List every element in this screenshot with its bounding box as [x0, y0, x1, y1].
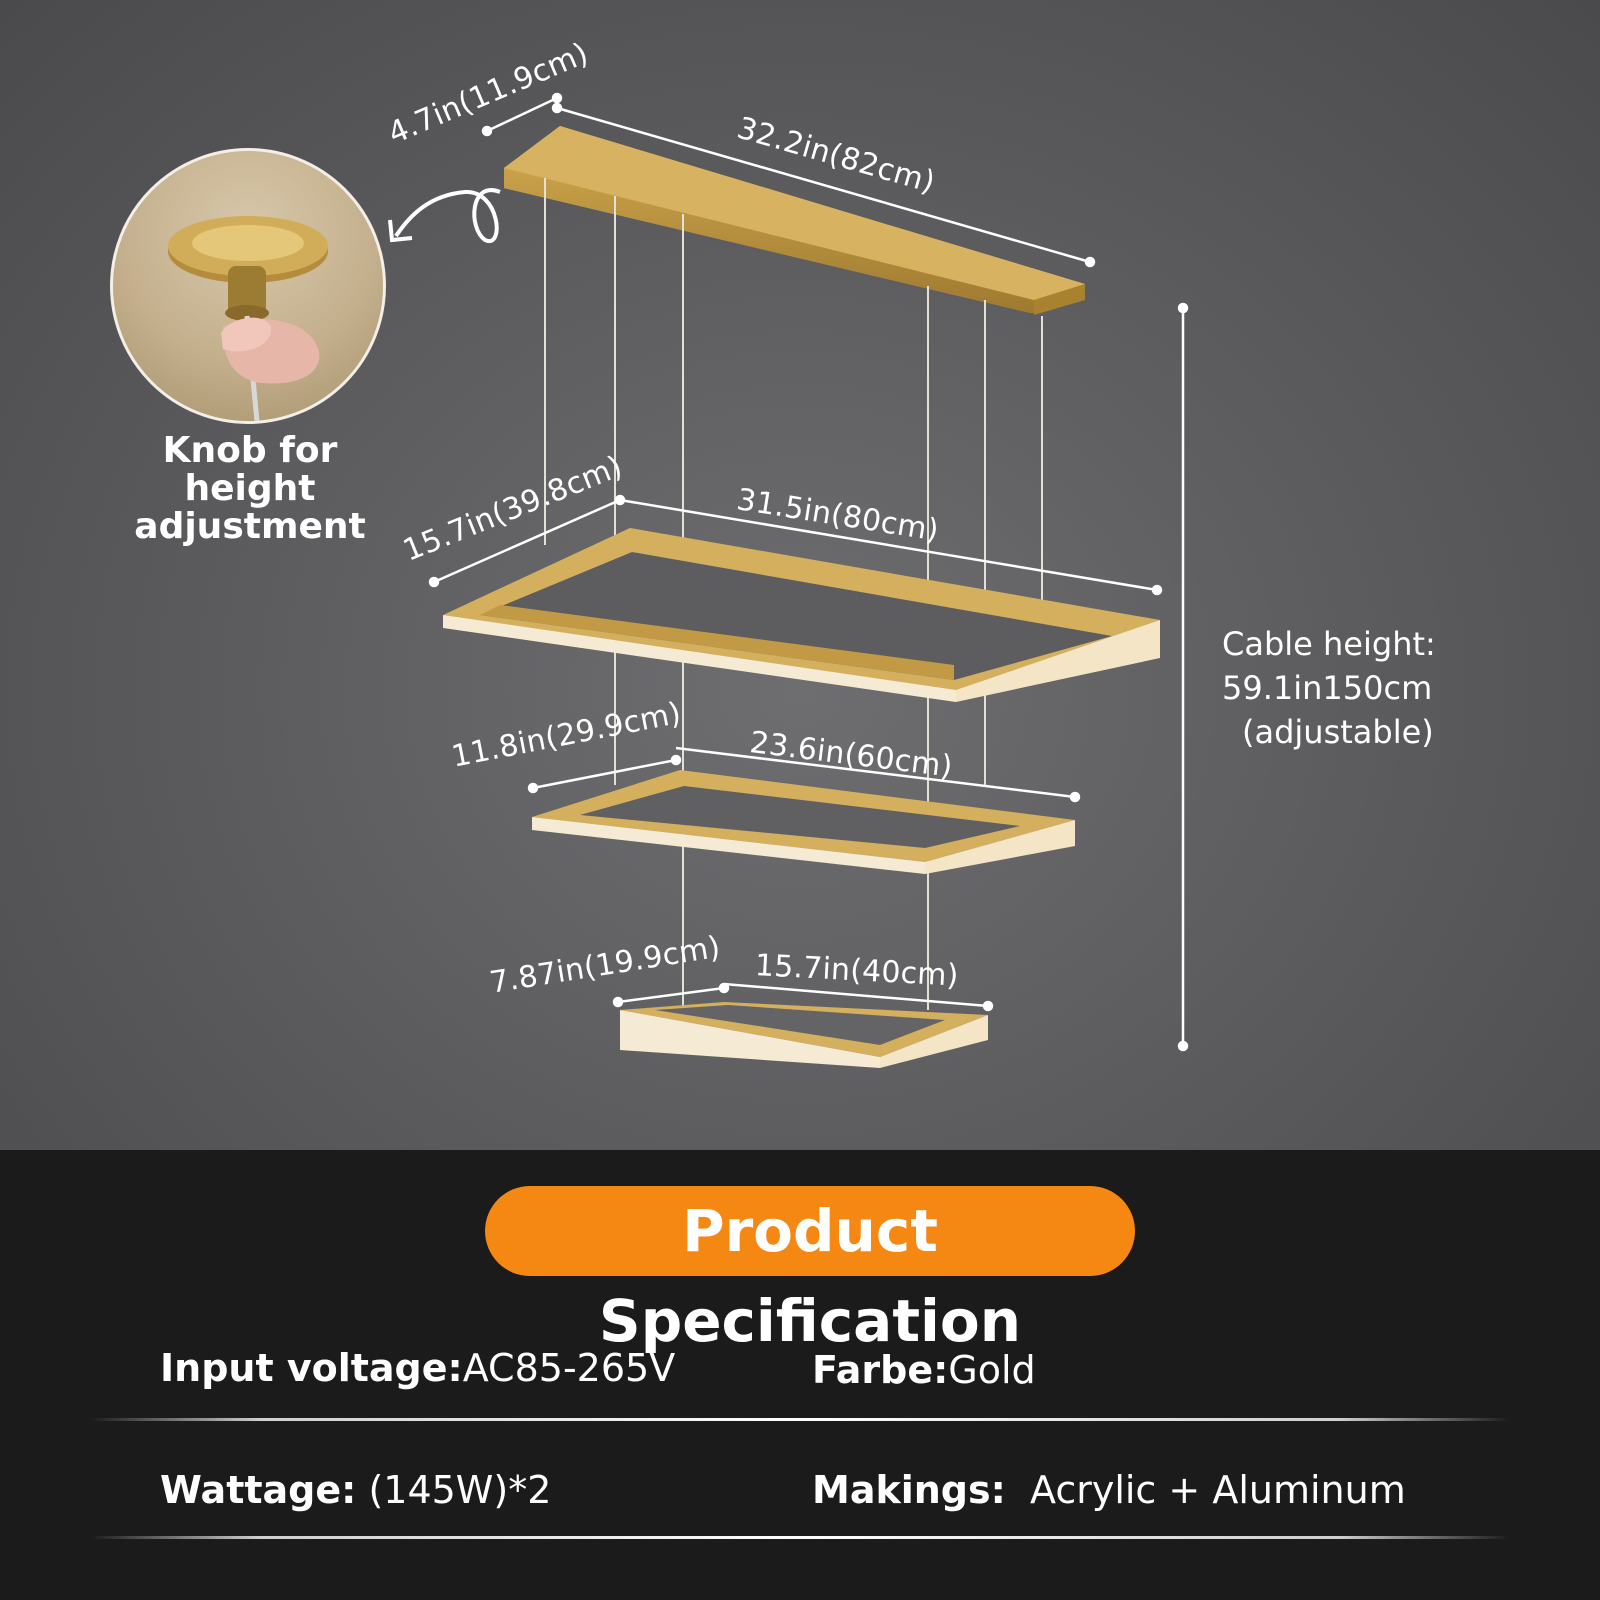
spec-voltage-label: Input voltage: [160, 1346, 463, 1390]
spec-divider-2 [90, 1536, 1510, 1539]
cable-height-label: Cable height: 59.1in150cm (adjustable) [1222, 622, 1436, 754]
spec-wattage: Wattage: (145W)*2 [160, 1468, 551, 1512]
ring-large [443, 528, 1160, 702]
specification-panel: Product Specification Input voltage:AC85… [0, 1150, 1600, 1600]
ring-small [620, 1002, 988, 1068]
spec-voltage: Input voltage:AC85-265V [160, 1346, 675, 1390]
dimension-lines [428, 92, 1189, 1052]
chandelier-drawing [388, 92, 1189, 1068]
cable-height-line3: (adjustable) [1242, 713, 1434, 751]
product-diagram: Knob for height adjustment 4.7in(11.9cm)… [0, 0, 1600, 1150]
spec-color-value: Gold [948, 1348, 1036, 1392]
knob-caption: Knob for height adjustment [100, 432, 400, 546]
spec-voltage-value: AC85-265V [462, 1346, 676, 1390]
knob-caption-line2: adjustment [134, 506, 366, 547]
knob-closeup-image [110, 148, 386, 424]
spec-title-badge: Product Specification [485, 1186, 1135, 1355]
knob-caption-line1: Knob for height [162, 430, 338, 509]
arrow-icon [388, 188, 501, 244]
spec-divider-1 [90, 1418, 1510, 1421]
spec-color-label: Farbe: [812, 1348, 949, 1392]
spec-color: Farbe:Gold [812, 1348, 1036, 1392]
ceiling-canopy [504, 126, 1085, 315]
ring-medium [532, 770, 1075, 874]
spec-wattage-value: (145W)*2 [356, 1468, 552, 1512]
spec-material-value: Acrylic + Aluminum [1005, 1468, 1406, 1512]
spec-material-label: Makings: [812, 1468, 1006, 1512]
cable-height-line2: 59.1in150cm [1222, 669, 1433, 707]
cable-height-line1: Cable height: [1222, 625, 1436, 663]
spec-wattage-label: Wattage: [160, 1468, 357, 1512]
spec-material: Makings: Acrylic + Aluminum [812, 1468, 1406, 1512]
